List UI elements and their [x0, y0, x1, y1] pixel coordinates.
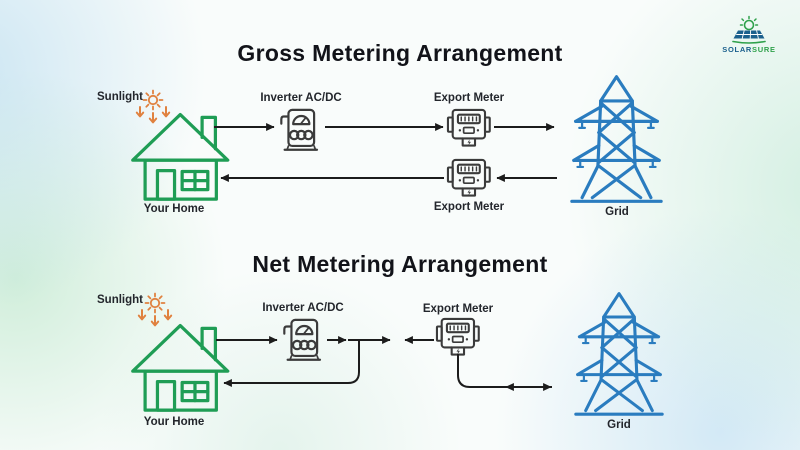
inverter-label: Inverter AC/DC [260, 92, 342, 104]
solar-panel-sun-icon [732, 15, 766, 44]
brand-name-sure: SURE [752, 45, 776, 54]
net-metering-diagram [131, 292, 664, 416]
house-icon [131, 112, 230, 201]
gross-metering-title: Gross Metering Arrangement [237, 40, 563, 66]
sun-icon [142, 89, 164, 111]
export-meter-top-label: Export Meter [433, 92, 505, 104]
net-metering-title: Net Metering Arrangement [252, 251, 548, 277]
flow-arrows [216, 335, 552, 392]
flow-arrows [214, 122, 557, 183]
house-icon [131, 323, 230, 412]
grid-label: Grid [607, 419, 631, 431]
sunlight-label: Sunlight [97, 294, 143, 306]
export-meter-bottom-label: Export Meter [433, 201, 505, 213]
export-meter-label: Export Meter [422, 303, 494, 315]
brand-name-solar: SOLAR [722, 45, 753, 54]
your-home-label: Your Home [143, 203, 205, 215]
grid-label: Grid [605, 206, 629, 218]
grid-tower-icon [570, 75, 663, 203]
export-meter-icon [446, 108, 491, 147]
inverter-label: Inverter AC/DC [262, 302, 344, 314]
inverter-icon [280, 108, 319, 151]
export-meter-icon [435, 317, 480, 356]
brand-logo: SOLARSURE [714, 14, 784, 54]
sun-icon [144, 292, 166, 314]
grid-tower-icon [574, 292, 664, 416]
inverter-icon [283, 318, 322, 361]
sunlight-label: Sunlight [97, 91, 143, 103]
gross-metering-diagram [131, 75, 663, 203]
brand-name: SOLARSURE [722, 45, 775, 54]
your-home-label: Your Home [143, 416, 205, 428]
import-flow-meter-icon [446, 158, 491, 197]
